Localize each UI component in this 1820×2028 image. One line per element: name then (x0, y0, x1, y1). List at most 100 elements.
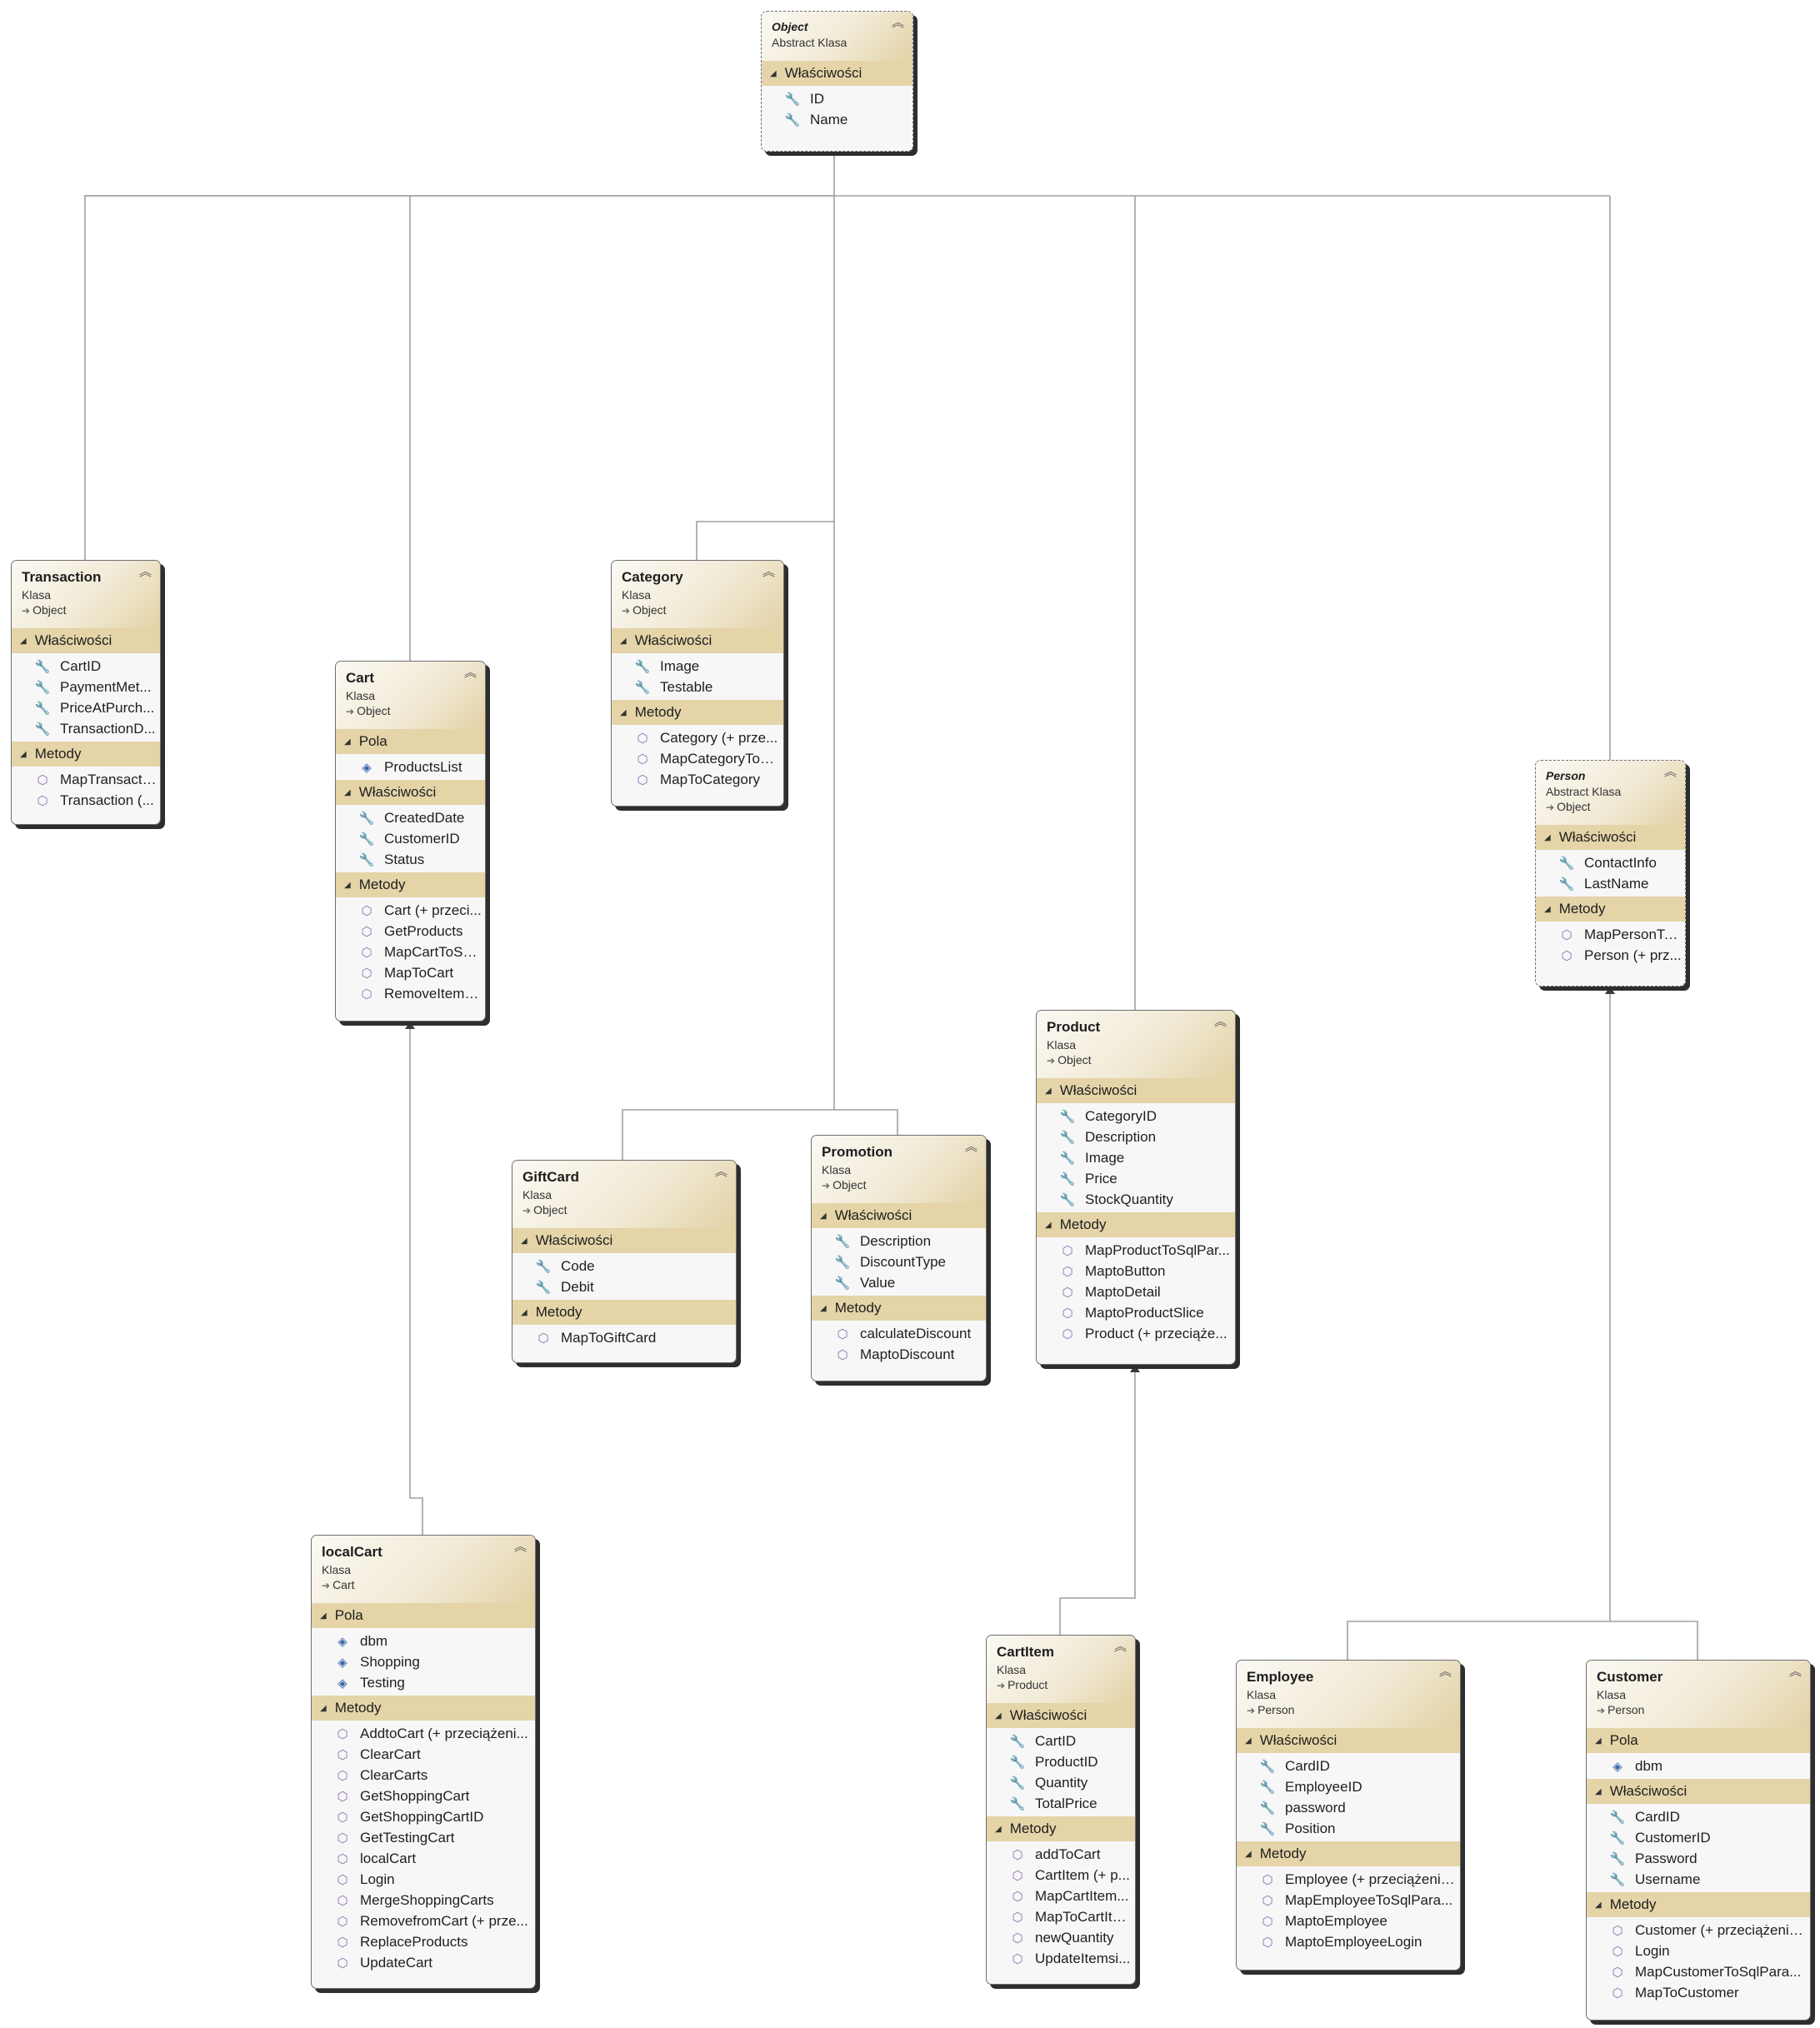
method-row[interactable]: ⬡GetShoppingCartID (312, 1806, 535, 1827)
collapse-chevron-icon[interactable]: ︽ (964, 1140, 978, 1154)
propertie-row[interactable]: 🔧Username (1587, 1869, 1810, 1890)
section-header-properties[interactable]: ◢Właściwości (812, 1203, 986, 1228)
collapse-chevron-icon[interactable]: ︽ (1213, 1015, 1227, 1029)
section-header-properties[interactable]: ◢Właściwości (512, 1228, 736, 1253)
propertie-row[interactable]: 🔧PriceAtPurch... (12, 697, 160, 718)
field-row[interactable]: ◈ProductsList (336, 757, 485, 777)
method-row[interactable]: ⬡newQuantity (987, 1927, 1135, 1948)
section-header-methods[interactable]: ◢Metody (612, 700, 783, 725)
section-header-fields[interactable]: ◢Pola (312, 1603, 535, 1628)
method-row[interactable]: ⬡MapToCartIte... (987, 1906, 1135, 1927)
method-row[interactable]: ⬡UpdateItemsi... (987, 1948, 1135, 1969)
section-header-properties[interactable]: ◢Właściwości (1037, 1078, 1235, 1103)
method-row[interactable]: ⬡Transaction (... (12, 790, 160, 811)
method-row[interactable]: ⬡MergeShoppingCarts (312, 1890, 535, 1911)
collapse-chevron-icon[interactable]: ︽ (714, 1165, 728, 1179)
collapse-chevron-icon[interactable]: ︽ (463, 666, 477, 680)
propertie-row[interactable]: 🔧Value (812, 1272, 986, 1293)
method-row[interactable]: ⬡MaptoEmployeeLogin (1237, 1931, 1460, 1952)
section-header-fields[interactable]: ◢Pola (1587, 1728, 1810, 1753)
field-row[interactable]: ◈Shopping (312, 1651, 535, 1672)
propertie-row[interactable]: 🔧Description (1037, 1126, 1235, 1147)
propertie-row[interactable]: 🔧Code (512, 1256, 736, 1276)
method-row[interactable]: ⬡MapToCategory (612, 769, 783, 790)
method-row[interactable]: ⬡Person (+ prz... (1536, 945, 1685, 966)
method-row[interactable]: ⬡calculateDiscount (812, 1323, 986, 1344)
method-row[interactable]: ⬡RemovefromCart (+ prze... (312, 1911, 535, 1931)
propertie-row[interactable]: 🔧Image (1037, 1147, 1235, 1168)
method-row[interactable]: ⬡MaptoProductSlice (1037, 1302, 1235, 1323)
collapse-chevron-icon[interactable]: ︽ (1788, 1665, 1802, 1679)
section-header-methods[interactable]: ◢Metody (1587, 1892, 1810, 1917)
section-header-methods[interactable]: ◢Metody (312, 1696, 535, 1721)
section-header-methods[interactable]: ◢Metody (336, 872, 485, 897)
propertie-row[interactable]: 🔧ProductID (987, 1751, 1135, 1772)
section-header-properties[interactable]: ◢Właściwości (12, 628, 160, 653)
field-row[interactable]: ◈dbm (312, 1631, 535, 1651)
method-row[interactable]: ⬡ClearCart (312, 1744, 535, 1765)
method-row[interactable]: ⬡ReplaceProducts (312, 1931, 535, 1952)
method-row[interactable]: ⬡localCart (312, 1848, 535, 1869)
section-header-methods[interactable]: ◢Metody (512, 1300, 736, 1325)
propertie-row[interactable]: 🔧TransactionD... (12, 718, 160, 739)
method-row[interactable]: ⬡MapProductToSqlPar... (1037, 1240, 1235, 1261)
propertie-row[interactable]: 🔧StockQuantity (1037, 1189, 1235, 1210)
propertie-row[interactable]: 🔧PaymentMet... (12, 677, 160, 697)
method-row[interactable]: ⬡MaptoDiscount (812, 1344, 986, 1365)
propertie-row[interactable]: 🔧CardID (1587, 1806, 1810, 1827)
method-row[interactable]: ⬡Category (+ prze... (612, 727, 783, 748)
collapse-chevron-icon[interactable]: ︽ (1663, 765, 1677, 779)
propertie-row[interactable]: 🔧password (1237, 1797, 1460, 1818)
propertie-row[interactable]: 🔧CardID (1237, 1756, 1460, 1776)
propertie-row[interactable]: 🔧Position (1237, 1818, 1460, 1839)
method-row[interactable]: ⬡MapCartItem... (987, 1886, 1135, 1906)
method-row[interactable]: ⬡GetTestingCart (312, 1827, 535, 1848)
method-row[interactable]: ⬡MapPersonTo... (1536, 924, 1685, 945)
method-row[interactable]: ⬡MaptoEmployee (1237, 1911, 1460, 1931)
section-header-methods[interactable]: ◢Metody (1037, 1212, 1235, 1237)
field-row[interactable]: ◈Testing (312, 1672, 535, 1693)
section-header-properties[interactable]: ◢Właściwości (1587, 1779, 1810, 1804)
propertie-row[interactable]: 🔧DiscountType (812, 1251, 986, 1272)
section-header-properties[interactable]: ◢Właściwości (336, 780, 485, 805)
section-header-properties[interactable]: ◢Właściwości (1536, 825, 1685, 850)
propertie-row[interactable]: 🔧ContactInfo (1536, 852, 1685, 873)
method-row[interactable]: ⬡MapCategoryToS... (612, 748, 783, 769)
collapse-chevron-icon[interactable]: ︽ (138, 565, 152, 579)
section-header-methods[interactable]: ◢Metody (12, 742, 160, 767)
section-header-properties[interactable]: ◢Właściwości (987, 1703, 1135, 1728)
propertie-row[interactable]: 🔧Quantity (987, 1772, 1135, 1793)
method-row[interactable]: ⬡MapCustomerToSqlPara... (1587, 1961, 1810, 1982)
propertie-row[interactable]: 🔧CustomerID (1587, 1827, 1810, 1848)
method-row[interactable]: ⬡RemoveItems... (336, 983, 485, 1004)
propertie-row[interactable]: 🔧Image (612, 656, 783, 677)
collapse-chevron-icon[interactable]: ︽ (513, 1540, 527, 1554)
method-row[interactable]: ⬡Employee (+ przeciążenia... (1237, 1869, 1460, 1890)
section-header-methods[interactable]: ◢Metody (1536, 897, 1685, 922)
method-row[interactable]: ⬡MapCartToSq... (336, 942, 485, 962)
method-row[interactable]: ⬡UpdateCart (312, 1952, 535, 1973)
collapse-chevron-icon[interactable]: ︽ (762, 565, 775, 579)
method-row[interactable]: ⬡Customer (+ przeciążenia... (1587, 1920, 1810, 1941)
propertie-row[interactable]: 🔧CustomerID (336, 828, 485, 849)
section-header-properties[interactable]: ◢Właściwości (762, 61, 912, 86)
method-row[interactable]: ⬡Login (312, 1869, 535, 1890)
method-row[interactable]: ⬡MaptoDetail (1037, 1281, 1235, 1302)
propertie-row[interactable]: 🔧Description (812, 1231, 986, 1251)
section-header-properties[interactable]: ◢Właściwości (612, 628, 783, 653)
method-row[interactable]: ⬡Product (+ przeciąże... (1037, 1323, 1235, 1344)
method-row[interactable]: ⬡GetShoppingCart (312, 1786, 535, 1806)
method-row[interactable]: ⬡CartItem (+ p... (987, 1865, 1135, 1886)
method-row[interactable]: ⬡MapToCart (336, 962, 485, 983)
method-row[interactable]: ⬡addToCart (987, 1844, 1135, 1865)
